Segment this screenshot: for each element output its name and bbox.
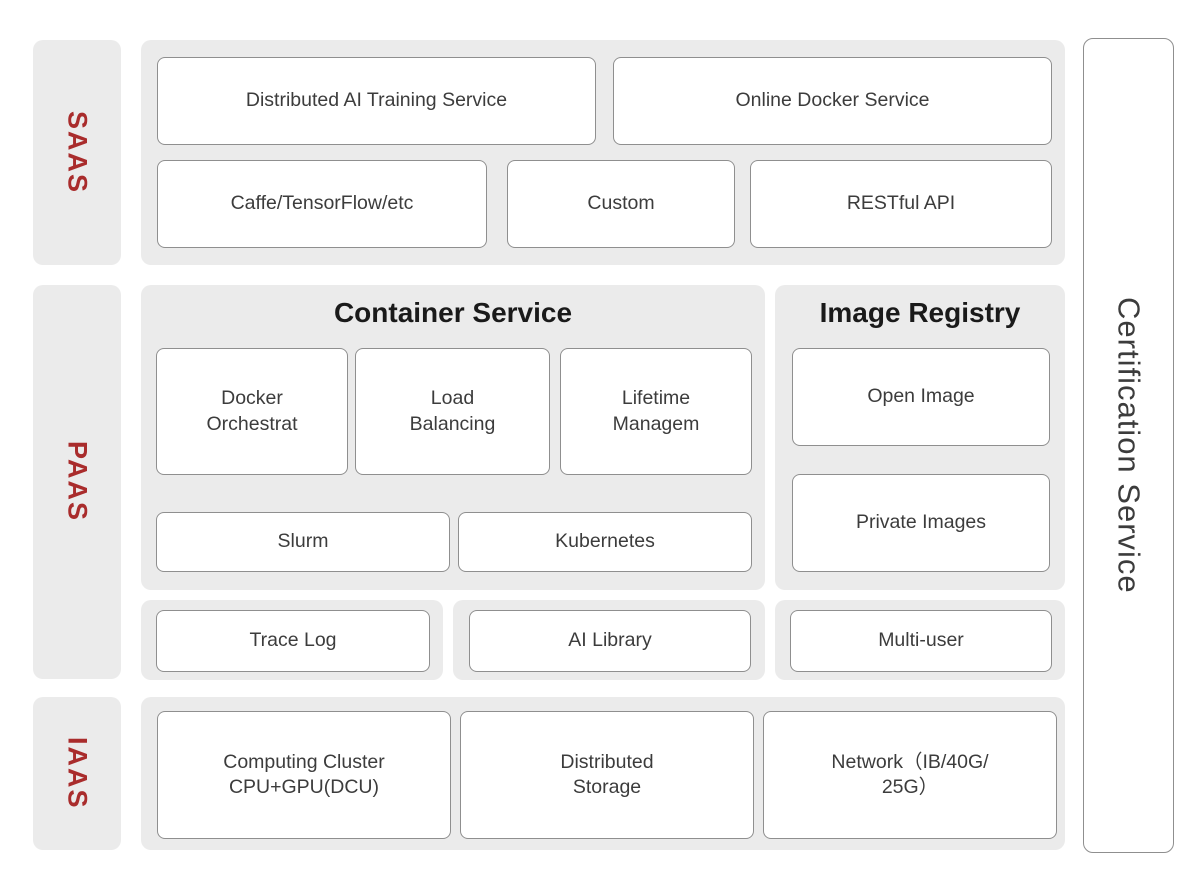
box-caffe-tensorflow-etc: Caffe/TensorFlow/etc xyxy=(157,160,487,248)
box-open-image: Open Image xyxy=(792,348,1050,446)
box-distributed-storage: Distributed Storage xyxy=(460,711,754,839)
image-registry-title: Image Registry xyxy=(819,297,1021,328)
iaas-panel: Computing Cluster CPU+GPU(DCU) Distribut… xyxy=(141,697,1065,850)
box-ai-library: AI Library xyxy=(469,610,751,672)
certification-service-box: Certification Service xyxy=(1083,38,1174,853)
box-docker-orchestrat: Docker Orchestrat xyxy=(156,348,348,475)
layer-label-iaas: IAAS xyxy=(33,697,121,850)
ai-library-panel: AI Library xyxy=(453,600,765,680)
box-multi-user: Multi-user xyxy=(790,610,1052,672)
box-load-balancing: Load Balancing xyxy=(355,348,550,475)
container-service-panel: Container Service Docker Orchestrat Load… xyxy=(141,285,765,590)
layer-label-saas-text: SAAS xyxy=(62,110,93,194)
box-network: Network（IB/40G/ 25G） xyxy=(763,711,1057,839)
container-service-title: Container Service xyxy=(333,297,573,328)
saas-panel: Distributed AI Training Service Online D… xyxy=(141,40,1065,265)
layer-label-iaas-text: IAAS xyxy=(62,737,93,810)
box-kubernetes: Kubernetes xyxy=(458,512,752,572)
image-registry-panel: Image Registry Open Image Private Images xyxy=(775,285,1065,590)
box-trace-log: Trace Log xyxy=(156,610,430,672)
trace-log-panel: Trace Log xyxy=(141,600,443,680)
box-lifetime-managem: Lifetime Managem xyxy=(560,348,752,475)
certification-service-label: Certification Service xyxy=(1111,297,1147,594)
box-slurm: Slurm xyxy=(156,512,450,572)
box-private-images: Private Images xyxy=(792,474,1050,572)
box-online-docker-service: Online Docker Service xyxy=(613,57,1052,145)
layer-label-paas: PAAS xyxy=(33,285,121,679)
box-distributed-ai-training-service: Distributed AI Training Service xyxy=(157,57,596,145)
box-restful-api: RESTful API xyxy=(750,160,1052,248)
box-custom: Custom xyxy=(507,160,735,248)
multi-user-panel: Multi-user xyxy=(775,600,1065,680)
layer-label-saas: SAAS xyxy=(33,40,121,265)
box-computing-cluster: Computing Cluster CPU+GPU(DCU) xyxy=(157,711,451,839)
layer-label-paas-text: PAAS xyxy=(62,441,93,523)
